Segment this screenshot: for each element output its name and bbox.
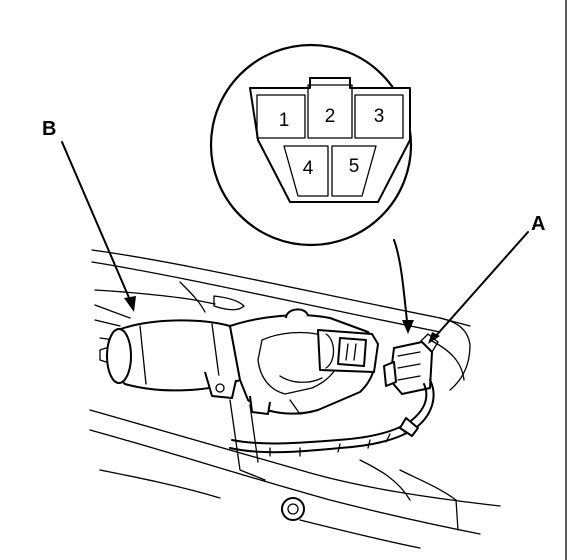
pin-label-3: 3 (374, 106, 385, 127)
pin-label-4: 4 (303, 158, 314, 179)
wiper-motor (99, 308, 379, 415)
callout-b-leader (61, 141, 131, 301)
cavity-3 (354, 94, 404, 139)
cavity-4 (283, 145, 329, 197)
callout-b: B (42, 118, 136, 312)
cowl-panel (89, 249, 501, 549)
callout-label-a: A (531, 213, 545, 235)
callout-label-b: B (42, 118, 56, 140)
cavity-1 (256, 94, 306, 139)
detail-leader-arrowhead (402, 320, 414, 334)
wire-harness (229, 379, 435, 457)
callout-b-arrowhead (124, 296, 136, 312)
harness-connector (383, 333, 439, 395)
connector-face (249, 77, 411, 203)
callout-a-leader (433, 231, 529, 339)
callout-a: A (428, 213, 545, 344)
cavity-5 (331, 145, 377, 197)
pin-label-2: 2 (325, 106, 336, 127)
cavity-2 (307, 84, 353, 139)
detail-callout: 1 2 3 4 5 (209, 43, 414, 334)
callout-a-arrowhead (428, 332, 440, 344)
pin-label-5: 5 (349, 156, 360, 177)
pin-label-1: 1 (279, 110, 290, 131)
